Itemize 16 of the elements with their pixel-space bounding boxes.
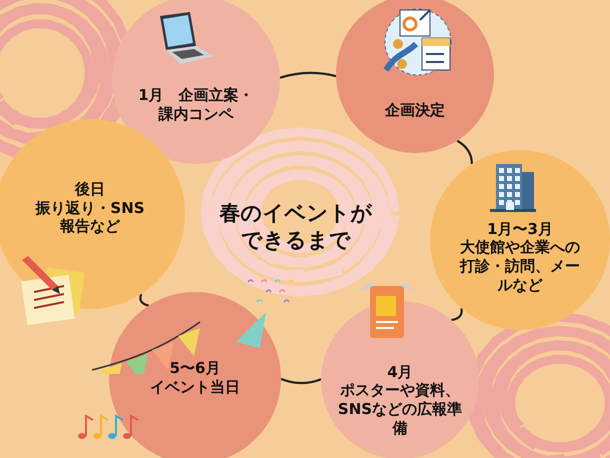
- step-text: 振り返り・SNS報告など: [34, 198, 146, 236]
- step-text: 大使館や企業への打診・訪問、メールなど: [458, 238, 581, 294]
- connector-line: [456, 140, 473, 164]
- connector-line: [451, 308, 463, 322]
- connector-line: [280, 72, 336, 79]
- step-text: ポスターや資料、SNSなどの広報準備: [336, 381, 464, 438]
- step-heading: 後日: [74, 180, 106, 199]
- step-heading: 1月〜3月: [486, 220, 554, 238]
- step-heading: 5〜6月: [168, 359, 222, 378]
- step-heading: 4月: [386, 362, 414, 382]
- connector-line: [280, 378, 322, 384]
- step-text: 企画決定: [384, 100, 446, 120]
- title: 春のイベントができるまで: [218, 200, 374, 254]
- connector-line: [139, 294, 149, 307]
- step-text: 1月 企画立案・課内コンペ: [137, 86, 255, 124]
- step-text: イベント当日: [149, 378, 241, 397]
